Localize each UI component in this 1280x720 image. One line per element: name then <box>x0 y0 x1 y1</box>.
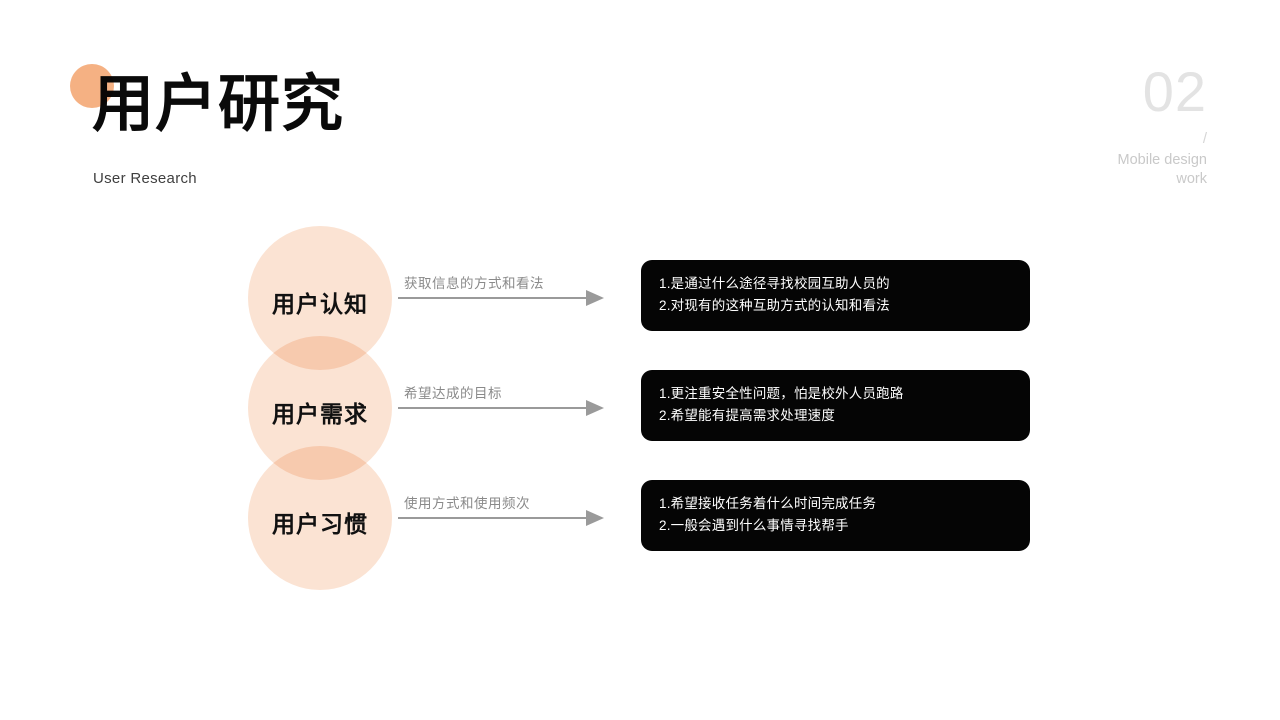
slide-header-left: 用户研究 <box>70 62 345 148</box>
info-card-3: 1.希望接收任务着什么时间完成任务 2.一般会遇到什么事情寻找帮手 <box>641 480 1030 551</box>
card-line: 1.是通过什么途径寻找校园互助人员的 <box>659 276 890 291</box>
arrow-caption-1: 获取信息的方式和看法 <box>404 276 544 291</box>
header-caption: Mobile design work <box>1117 152 1207 187</box>
node-circle-3 <box>248 446 392 590</box>
card-line: 2.希望能有提高需求处理速度 <box>659 408 836 423</box>
accent-circle-decoration <box>70 64 114 108</box>
arrow-line-icon-1 <box>398 297 588 299</box>
arrow-head-icon-1 <box>586 290 604 306</box>
arrow-caption-2: 希望达成的目标 <box>404 386 502 401</box>
arrow-head-icon-2 <box>586 400 604 416</box>
slash-divider: / <box>1202 130 1207 147</box>
arrow-caption-3: 使用方式和使用频次 <box>404 496 530 511</box>
info-card-1: 1.是通过什么途径寻找校园互助人员的 2.对现有的这种互助方式的认知和看法 <box>641 260 1030 331</box>
info-card-2: 1.更注重安全性问题，怕是校外人员跑路 2.希望能有提高需求处理速度 <box>641 370 1030 441</box>
arrow-line-icon-3 <box>398 517 588 519</box>
card-line: 1.更注重安全性问题，怕是校外人员跑路 <box>659 386 904 401</box>
card-line: 2.一般会遇到什么事情寻找帮手 <box>659 518 849 533</box>
arrow-group-3: 使用方式和使用频次 <box>398 492 608 538</box>
arrow-group-1: 获取信息的方式和看法 <box>398 272 608 318</box>
page-title: 用户研究 <box>92 70 345 139</box>
circle-stack <box>248 226 392 590</box>
card-line: 2.对现有的这种互助方式的认知和看法 <box>659 298 890 313</box>
title-wrapper: 用户研究 <box>70 62 345 148</box>
section-number: 02 <box>1142 60 1207 123</box>
arrow-group-2: 希望达成的目标 <box>398 382 608 428</box>
node-label-user-cognition: 用户认知 <box>272 291 368 317</box>
arrow-head-icon-3 <box>586 510 604 526</box>
node-label-user-needs: 用户需求 <box>272 401 368 427</box>
card-line: 1.希望接收任务着什么时间完成任务 <box>659 496 877 511</box>
slide-header-right: 02 / Mobile design work <box>947 63 1207 189</box>
arrow-line-icon-2 <box>398 407 588 409</box>
page-subtitle: User Research <box>93 170 197 187</box>
node-label-user-habits: 用户习惯 <box>272 511 368 537</box>
